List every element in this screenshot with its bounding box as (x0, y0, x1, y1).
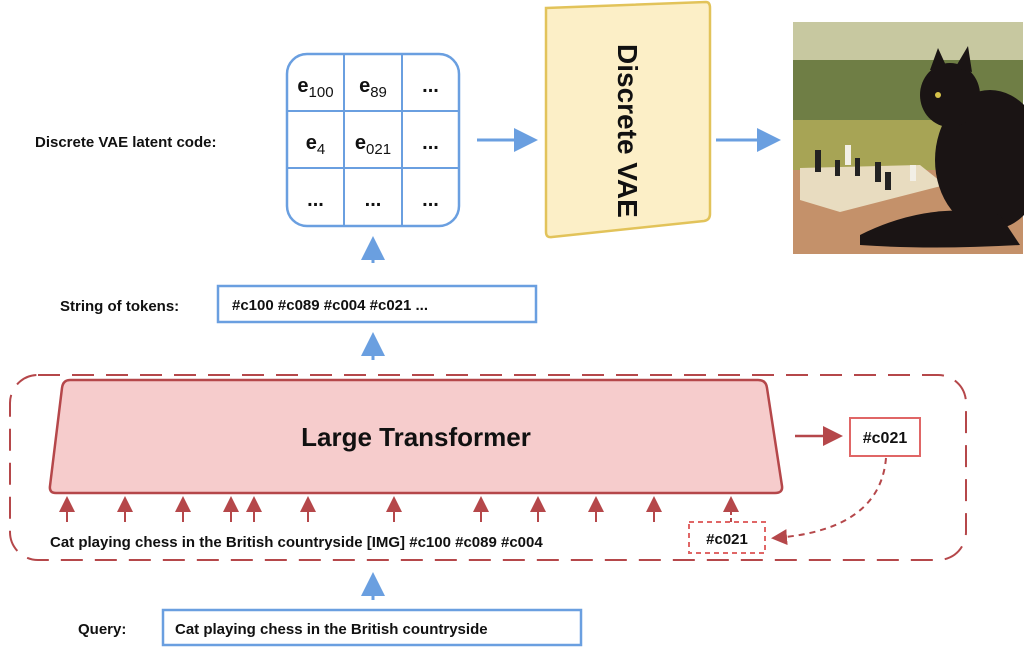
discrete-vae-block: Discrete VAE (544, 0, 712, 239)
tokens-label: String of tokens: (60, 298, 179, 315)
latent-cell: e89 (359, 75, 387, 101)
fed-back-token: #c021 (706, 531, 748, 548)
latent-grid: e100 e89... e4 e021............ (285, 52, 461, 228)
input-sequence: Cat playing chess in the British country… (50, 534, 543, 551)
latent-cell: ... (422, 189, 439, 211)
latent-cell: ... (307, 189, 324, 211)
latent-cell: e100 (297, 75, 333, 101)
latent-cell: e021 (355, 132, 391, 158)
query-box (161, 608, 583, 647)
transformer-label: Large Transformer (301, 422, 531, 452)
input-arrows (59, 496, 739, 522)
output-token-box (849, 417, 921, 457)
autoregressive-container (9, 374, 967, 561)
tokens-box (216, 284, 538, 324)
latent-cell: ... (422, 132, 439, 154)
tokens-value: #c100 #c089 #c004 #c021 ... (232, 297, 428, 314)
fed-back-token-box (688, 521, 766, 554)
large-transformer-block: Large Transformer (48, 378, 784, 495)
latent-code-label: Discrete VAE latent code: (35, 134, 216, 151)
latent-cell: e4 (306, 132, 325, 158)
query-label: Query: (78, 621, 126, 638)
latent-cell: ... (365, 189, 382, 211)
latent-cell: ... (422, 75, 439, 97)
feedback-arrow (771, 457, 887, 546)
query-value: Cat playing chess in the British country… (175, 621, 488, 638)
generated-image (793, 22, 1024, 254)
output-token: #c021 (863, 430, 908, 447)
discrete-vae-label: Discrete VAE (612, 44, 643, 218)
